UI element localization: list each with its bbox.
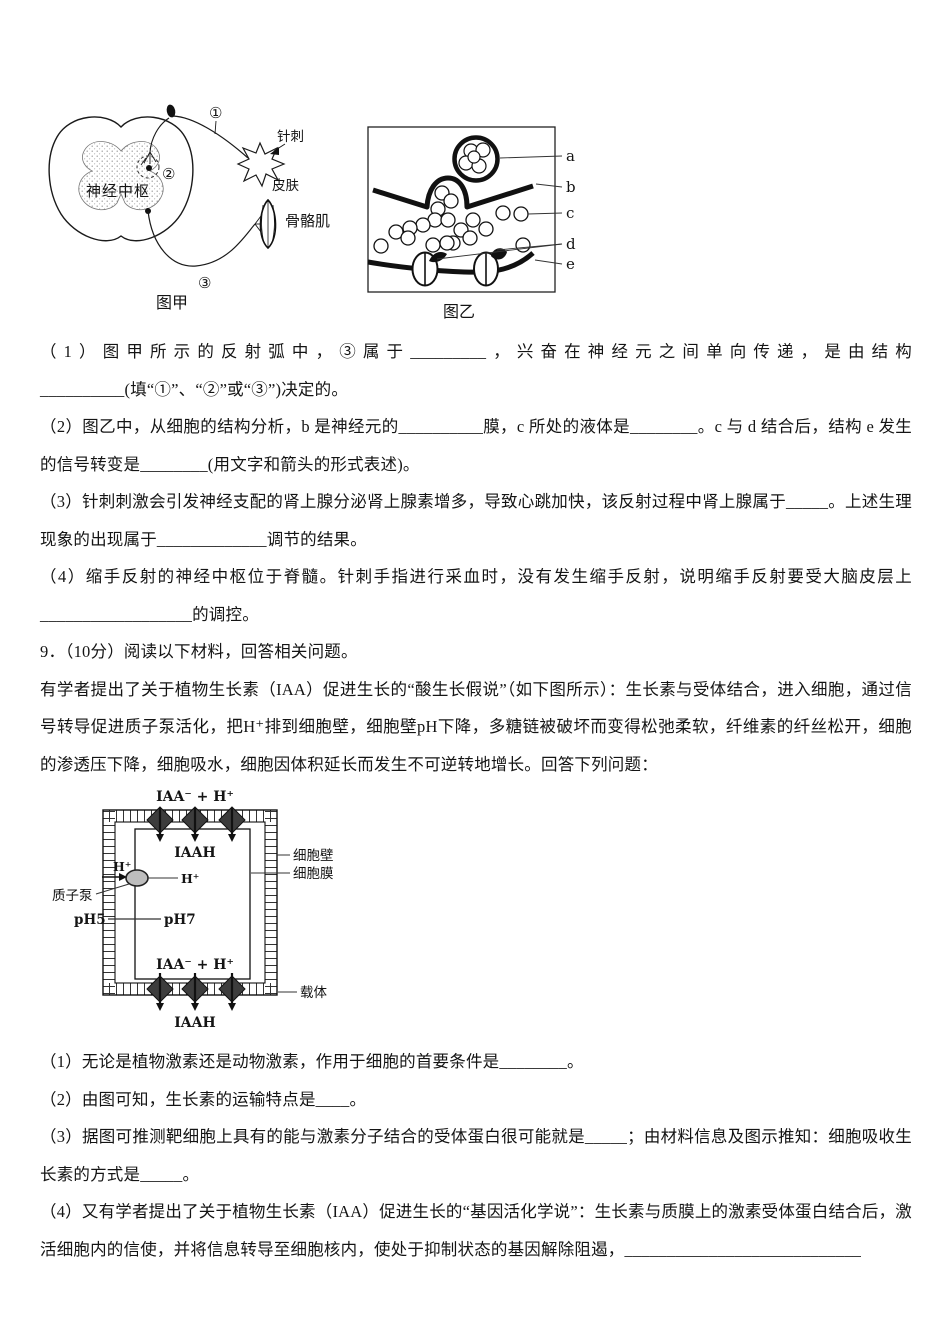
ph-inside-label: pH7 [164, 912, 196, 928]
question-8-parts: （1）图甲所示的反射弧中，③属于_________，兴奋在神经元之间单向传递，是… [40, 333, 912, 633]
carrier-label: 载体 [300, 985, 327, 1001]
question-9: 9．（10分）阅读以下材料，回答相关问题。 有学者提出了关于植物生长素（IAA）… [40, 633, 912, 1268]
ph-outside-label: pH5 [74, 912, 106, 928]
label-e: e [566, 255, 575, 273]
proton-pump-label: 质子泵 [52, 888, 93, 904]
cell-wall-label: 细胞壁 [293, 848, 334, 864]
label-circle-1: ① [209, 104, 222, 122]
pump-label-leader [95, 883, 130, 895]
q9-part-2: （2）由图可知，生长素的运输特点是____。 [40, 1089, 367, 1109]
top-reaction-label: IAA⁻ + H⁺ [156, 789, 234, 805]
q8-part-3: （3）针刺刺激会引发神经支配的肾上腺分泌肾上腺素增多，导致心跳加快，该反射过程中… [40, 492, 912, 549]
auxin-figure-wrap: IAA⁻ + H⁺ IAAH 细胞壁 细胞膜 [50, 787, 912, 1037]
q9-material: 有学者提出了关于植物生长素（IAA）促进生长的“酸生长假说”（如下图所示）：生长… [40, 679, 912, 774]
label-b: b [566, 178, 576, 196]
q9-part-4: （4）又有学者提出了关于植物生长素（IAA）促进生长的“基因活化学说”：生长素与… [40, 1202, 912, 1259]
h-plus-inside: H⁺ [181, 871, 199, 886]
h-plus-outside: H⁺ [113, 859, 131, 874]
synapse-box [367, 126, 556, 293]
muscle-spindle [259, 198, 277, 250]
afferent-nerve [172, 115, 249, 159]
figures-row: 神经中枢 ② ① ③ 针刺 [40, 95, 912, 325]
proton-pump-shape [125, 869, 149, 887]
postsynaptic-membrane [367, 251, 535, 275]
needle-label: 针刺 [277, 129, 304, 145]
pump-in-arrow-head [119, 873, 127, 881]
bottom-reaction-label: IAA⁻ + H⁺ [156, 957, 234, 973]
label-a: a [566, 147, 575, 165]
figure-jia-caption: 图甲 [156, 293, 188, 312]
muscle-label: 骨骼肌 [285, 212, 330, 230]
ganglion-cell-body [166, 104, 176, 118]
label-1-leader [214, 120, 217, 135]
skin-label: 皮肤 [272, 178, 299, 194]
nerve-center-label: 神经中枢 [86, 182, 150, 200]
q9-part-1: （1）无论是植物激素还是动物激素，作用于细胞的首要条件是________。 [40, 1052, 584, 1071]
synapse-figure: a b c d e 图乙 [367, 126, 576, 321]
label-c: c [566, 204, 574, 222]
efferent-nerve [147, 210, 256, 267]
top-product-label: IAAH [174, 845, 216, 861]
q9-header: 9．（10分）阅读以下材料，回答相关问题。 [40, 642, 358, 661]
q9-part-3: （3）据图可推测靶细胞上具有的能与激素分子结合的受体蛋白很可能就是_____；由… [40, 1127, 912, 1184]
q8-part-1: （1）图甲所示的反射弧中，③属于_________，兴奋在神经元之间单向传递，是… [40, 342, 912, 399]
figure-yi-caption: 图乙 [443, 302, 475, 321]
dorsal-root-fiber [149, 117, 170, 153]
synapse-dot [146, 165, 152, 171]
synapse-dashed-circle [136, 155, 160, 179]
label-d: d [566, 235, 576, 253]
label-circle-2: ② [162, 165, 175, 183]
bottom-carrier-diamonds [146, 973, 246, 1011]
gray-matter [78, 141, 164, 211]
receptors [411, 251, 499, 287]
top-carrier-diamonds [146, 806, 246, 842]
auxin-figure: IAA⁻ + H⁺ IAAH 细胞壁 细胞膜 [52, 789, 334, 1031]
q8-part-4: （4）缩手反射的神经中枢位于脊髓。针刺手指进行采血时，没有发生缩手反射，说明缩手… [40, 567, 912, 624]
neurotransmitter-molecules [373, 185, 531, 254]
exam-page: 神经中枢 ② ① ③ 针刺 [40, 95, 912, 1268]
bottom-product-label: IAAH [174, 1015, 216, 1031]
needle-arrow-head [270, 147, 279, 155]
reflex-arc-figure: 神经中枢 ② ① ③ 针刺 [48, 104, 330, 312]
q8-part-2: （2）图乙中，从细胞的结构分析，b 是神经元的__________膜，c 所处的… [40, 417, 912, 474]
leader-lines [436, 155, 563, 265]
vesicle-contents [458, 142, 491, 174]
presynaptic-membrane [372, 175, 534, 210]
cell-membrane-label: 细胞膜 [293, 866, 334, 882]
label-circle-3: ③ [198, 274, 211, 292]
